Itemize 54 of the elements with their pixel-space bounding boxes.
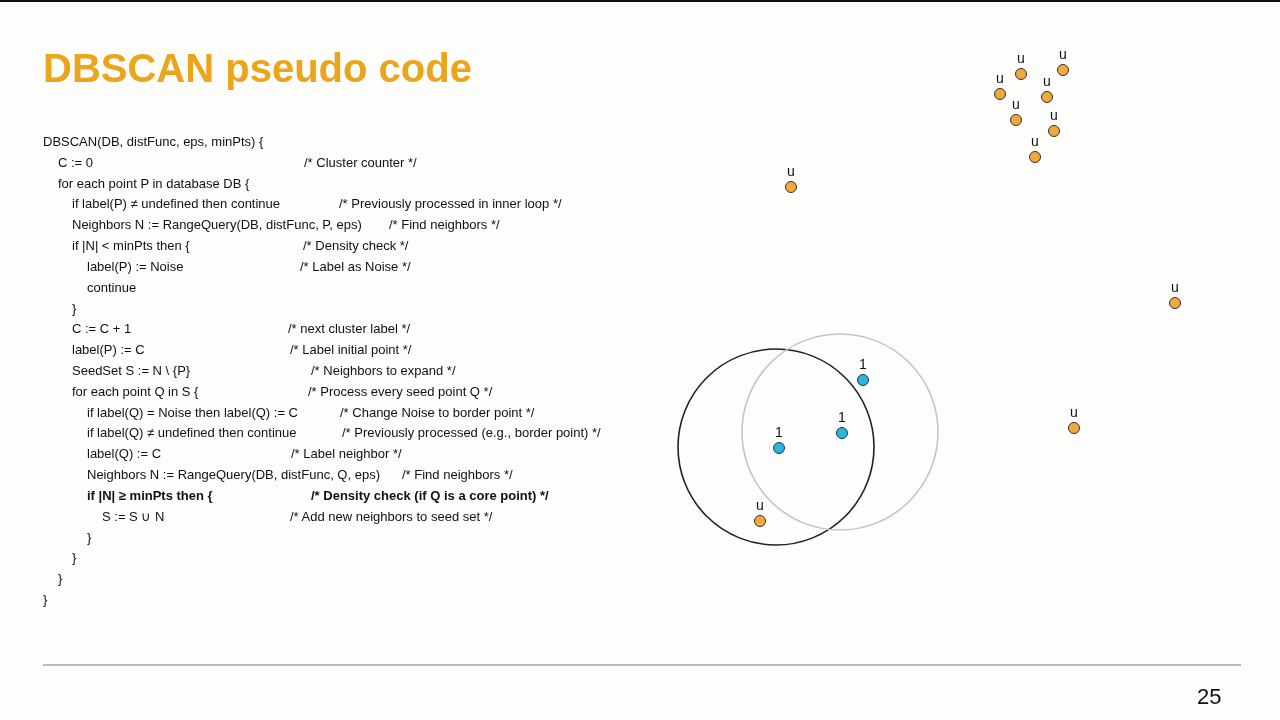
point-label: u: [1011, 96, 1021, 112]
point-label: 1: [774, 424, 784, 440]
code-comment: /* Previously processed (e.g., border point) */: [342, 425, 601, 441]
code-line: label(Q) := C: [87, 446, 162, 462]
code-comment: /* Change Noise to border point */: [340, 404, 535, 420]
code-comment: /* Label as Noise */: [300, 258, 411, 274]
code-comment: /* Density check (if Q is a core point) */: [311, 487, 549, 503]
point-label: 1: [858, 356, 868, 372]
slide-title: DBSCAN pseudo code: [43, 45, 472, 92]
code-line: for each point Q in S {: [72, 383, 199, 399]
code-line: if label(Q) ≠ undefined then continue: [87, 425, 297, 441]
code-line: continue: [87, 279, 137, 295]
point-label: u: [1030, 133, 1040, 149]
point-label: u: [755, 497, 765, 513]
code-line: if label(Q) = Noise then label(Q) := C: [87, 404, 298, 420]
code-line: }: [72, 550, 77, 566]
point-label: u: [1042, 73, 1052, 89]
point-label: u: [1170, 279, 1180, 295]
code-line: }: [43, 592, 48, 608]
code-line: Neighbors N := RangeQuery(DB, distFunc, Q, eps): [87, 467, 380, 483]
code-comment: /* Label initial point */: [290, 342, 412, 358]
code-line: if |N| ≥ minPts then {: [87, 487, 213, 503]
code-comment: /* Cluster counter */: [304, 154, 417, 170]
code-line: SeedSet S := N \ {P}: [72, 363, 191, 378]
code-line: C := C + 1: [72, 321, 132, 337]
code-comment: /* Add new neighbors to seed set */: [290, 508, 493, 524]
point-label: u: [995, 70, 1005, 86]
code-line: S := S ∪ N: [102, 508, 165, 524]
code-comment: /* Neighbors to expand */: [311, 363, 456, 378]
code-line: }: [58, 571, 63, 587]
point-label: u: [1049, 107, 1059, 123]
code-comment: /* next cluster label */: [288, 321, 411, 337]
code-comment: /* Find neighbors */: [389, 217, 500, 233]
code-comment: /* Density check */: [303, 238, 409, 254]
code-line: for each point P in database DB {: [58, 175, 250, 191]
point-label: 1: [837, 409, 847, 425]
code-comment: /* Process every seed point Q */: [308, 383, 493, 399]
code-line: Neighbors N := RangeQuery(DB, distFunc, P, eps): [72, 217, 362, 233]
point-label: u: [1058, 46, 1068, 62]
code-line: }: [72, 300, 77, 316]
code-line: if label(P) ≠ undefined then continue: [72, 196, 281, 212]
code-line: label(P) := Noise: [87, 258, 184, 274]
point-label: u: [786, 163, 796, 179]
point-label: u: [1016, 50, 1026, 66]
code-comment: /* Find neighbors */: [402, 467, 513, 483]
point-label: u: [1069, 404, 1079, 420]
code-line: }: [87, 529, 92, 545]
code-comment: /* Previously processed in inner loop */: [339, 196, 562, 212]
code-comment: /* Label neighbor */: [291, 446, 402, 462]
code-line: C := 0: [58, 154, 94, 170]
code-line: DBSCAN(DB, distFunc, eps, minPts) {: [43, 134, 264, 149]
page-number: 25: [1197, 684, 1222, 710]
code-line: label(P) := C: [72, 342, 145, 358]
code-line: if |N| < minPts then {: [72, 238, 190, 254]
